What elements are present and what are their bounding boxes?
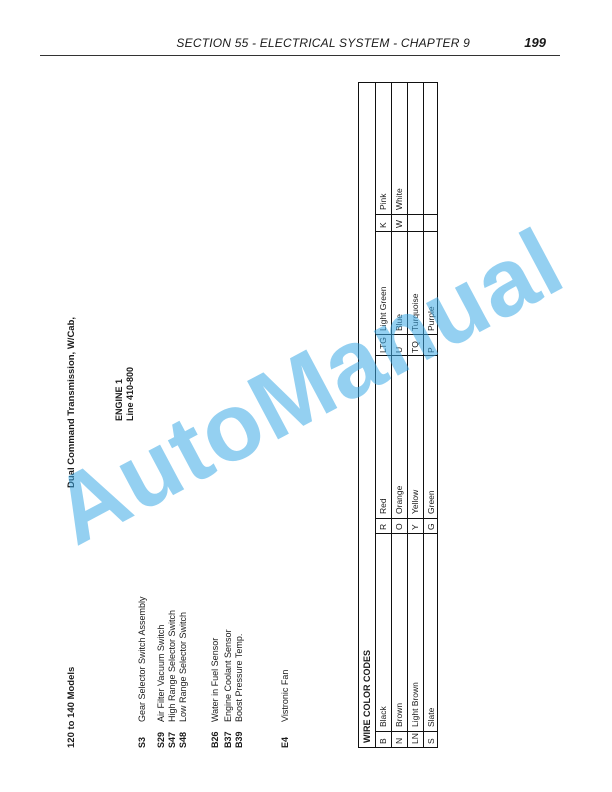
component-row: S48 Low Range Selector Switch: [178, 612, 188, 748]
component-row: S3 Gear Selector Switch Assembly: [137, 596, 147, 748]
component-label: Low Range Selector Switch: [178, 611, 188, 722]
wire-code: N: [394, 737, 404, 744]
component-row: B26 Water in Fuel Sensor: [210, 638, 220, 748]
wire-code: R: [378, 523, 388, 530]
component-label: Boost Pressure Temp.: [234, 633, 244, 722]
component-label: Gear Selector Switch Assembly: [137, 596, 147, 722]
component-code: S3: [137, 736, 147, 748]
component-code: B39: [234, 731, 244, 748]
component-label: High Range Selector Switch: [167, 609, 177, 722]
wire-color-name: Light Brown: [410, 682, 420, 727]
wire-color-name: Brown: [394, 702, 404, 727]
section-title: SECTION 55 - ELECTRICAL SYSTEM - CHAPTER…: [176, 36, 470, 50]
wire-color-name: Yellow: [410, 489, 420, 514]
wire-code: Y: [410, 524, 420, 530]
component-code: B26: [210, 731, 220, 748]
wire-color-name: Orange: [394, 485, 404, 514]
wire-color-name: White: [394, 188, 404, 210]
engine-line: Line 410-800: [125, 366, 135, 421]
wire-code: B: [378, 738, 388, 744]
page-header: SECTION 55 - ELECTRICAL SYSTEM - CHAPTER…: [40, 33, 560, 56]
wire-code: G: [426, 523, 436, 530]
wire-code: W: [394, 219, 404, 228]
component-code: S47: [167, 731, 177, 748]
wire-color-name: Green: [426, 490, 436, 514]
component-label: Air Filter Vacuum Switch: [156, 624, 166, 722]
component-row: B39 Boost Pressure Temp.: [234, 634, 244, 748]
wire-color-name: Red: [378, 498, 388, 514]
component-label: Engine Coolant Sensor: [223, 629, 233, 722]
wire-code: O: [394, 523, 404, 530]
component-code: S29: [156, 731, 166, 748]
wire-code: S: [426, 738, 436, 744]
component-row: S29 Air Filter Vacuum Switch: [156, 625, 166, 748]
wire-code: K: [378, 222, 388, 228]
component-label: Vistronic Fan: [280, 669, 290, 722]
wire-code: LN: [410, 733, 420, 744]
component-row: B37 Engine Coolant Sensor: [223, 629, 233, 748]
wire-color-name: Black: [378, 706, 388, 727]
component-code: E4: [280, 736, 290, 748]
models-label: 120 to 140 Models: [66, 666, 77, 748]
wire-color-name: Slate: [426, 707, 436, 727]
wire-color-name: Pink: [378, 193, 388, 210]
component-label: Water in Fuel Sensor: [210, 637, 220, 722]
component-row: S47 High Range Selector Switch: [167, 610, 177, 748]
component-row: E4 Vistronic Fan: [280, 670, 290, 748]
component-code: S48: [178, 731, 188, 748]
engine-label: ENGINE 1 Line 410-800: [114, 367, 136, 421]
engine-title: ENGINE 1: [114, 378, 124, 421]
page-number: 199: [524, 35, 546, 50]
component-code: B37: [223, 731, 233, 748]
